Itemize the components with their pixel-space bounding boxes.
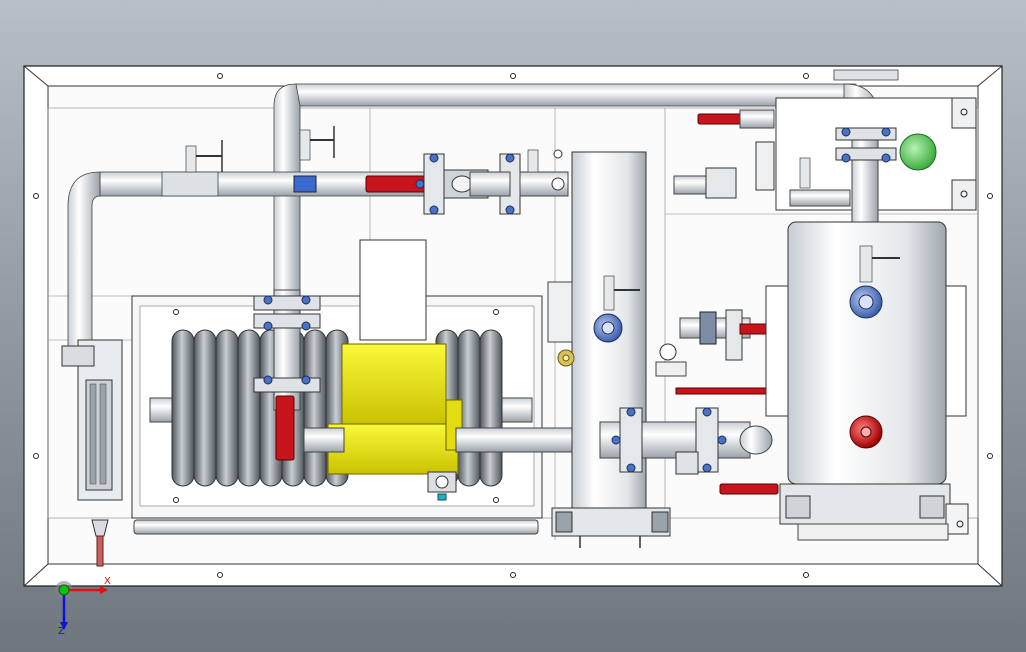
- frame-mount-hole-icon: [803, 572, 809, 578]
- vent-valve[interactable]: [299, 126, 335, 161]
- triad-x-label: X: [104, 576, 111, 587]
- storage-tank[interactable]: [765, 221, 969, 541]
- flange-icon: [626, 407, 636, 417]
- discharge-flanges[interactable]: [599, 387, 779, 495]
- separator-column[interactable]: [547, 151, 671, 548]
- coordinate-triad: X Z: [55, 576, 111, 637]
- bypass-valve-cluster[interactable]: [655, 309, 769, 377]
- coil-inlet-pipe[interactable]: [253, 289, 321, 461]
- frame-mount-hole-icon: [33, 193, 39, 199]
- coil-heat-exchanger[interactable]: [131, 295, 543, 535]
- frame-mount-hole-icon: [510, 572, 516, 578]
- triad-z-label: Z: [58, 626, 65, 637]
- frame-mount-holes: [33, 73, 993, 578]
- frame-mount-hole-icon: [987, 193, 993, 199]
- check-valve[interactable]: [519, 149, 569, 197]
- top-right-manifold[interactable]: [673, 97, 977, 225]
- frame-mount-hole-icon: [510, 73, 516, 79]
- vent-valve[interactable]: [185, 140, 223, 173]
- frame-mount-hole-icon: [217, 572, 223, 578]
- main-ball-valve[interactable]: [365, 153, 529, 215]
- pressure-gauge-icon: [899, 133, 937, 171]
- frame-mount-hole-icon: [217, 73, 223, 79]
- left-supply-pipe[interactable]: [67, 171, 431, 351]
- frame-mount-hole-icon: [987, 453, 993, 459]
- circulation-pump[interactable]: [327, 239, 463, 501]
- pump-icon: [327, 343, 463, 475]
- drive-pulley-assembly[interactable]: [61, 339, 123, 567]
- frame-mount-hole-icon: [33, 453, 39, 459]
- frame-mount-hole-icon: [803, 73, 809, 79]
